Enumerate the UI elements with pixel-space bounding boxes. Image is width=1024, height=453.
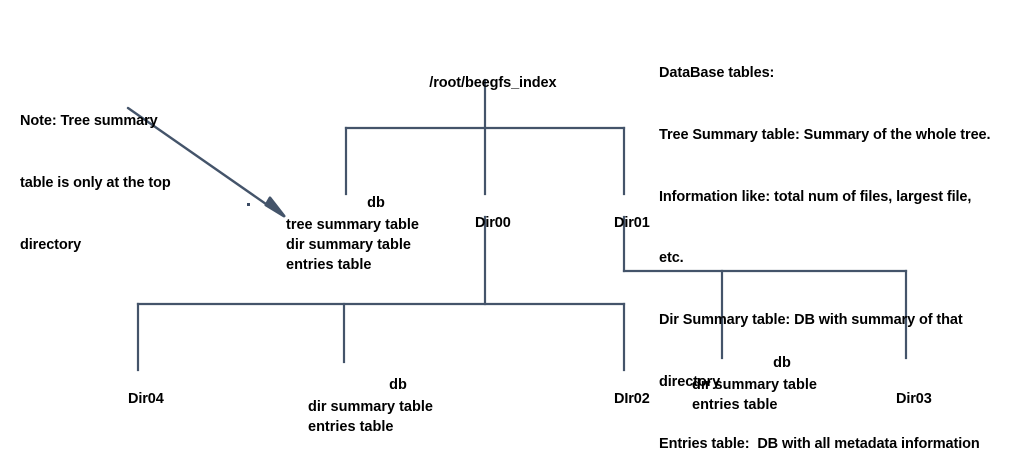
db-top-table-3: entries table — [286, 257, 372, 273]
db-top-table-2: dir summary table — [286, 237, 411, 253]
node-db-top-label: db — [367, 195, 385, 211]
node-db-right-tables: dir summary table entries table — [692, 375, 872, 415]
note-line-3: directory — [20, 236, 82, 253]
node-dir00-label: Dir00 — [474, 214, 511, 231]
node-dir03: Dir03 — [846, 371, 966, 428]
db-right-table-1: dir summary table — [692, 377, 817, 393]
note-callout: Note: Tree summary table is only at the … — [20, 70, 270, 296]
node-dir04: Dir04 — [78, 371, 198, 428]
node-db-right: db dir summary table entries table — [692, 355, 872, 415]
node-dir02-label: DIr02 — [613, 390, 650, 407]
node-dir04-label: Dir04 — [127, 390, 164, 407]
db-mid-table-1: dir summary table — [308, 399, 433, 415]
note-line-1: Note: Tree summary — [20, 113, 158, 130]
database-tables-legend: DataBase tables: Tree Summary table: Sum… — [659, 22, 1019, 453]
legend-line-6: directory — [659, 373, 721, 390]
db-top-table-1: tree summary table — [286, 217, 419, 233]
legend-line-2: Tree Summary table: Summary of the whole… — [659, 126, 991, 143]
legend-line-5: Dir Summary table: DB with summary of th… — [659, 312, 963, 329]
node-root-label: /root/beegfs_index — [429, 74, 557, 91]
legend-line-1: DataBase tables: — [659, 65, 775, 82]
db-right-table-2: entries table — [692, 397, 778, 413]
legend-line-7: Entries table: DB with all metadata info… — [659, 435, 980, 452]
note-line-2: table is only at the top — [20, 174, 171, 191]
node-dir02: DIr02 — [564, 371, 684, 428]
stray-dot-mark — [247, 203, 250, 206]
db-mid-table-2: entries table — [308, 419, 394, 435]
legend-line-3: Information like: total num of files, la… — [659, 188, 972, 205]
node-db-mid: db dir summary table entries table — [308, 377, 488, 437]
node-dir01-label: Dir01 — [613, 214, 650, 231]
node-db-top-tables: tree summary table dir summary table ent… — [286, 215, 466, 275]
node-dir03-label: Dir03 — [895, 390, 932, 407]
node-root: /root/beegfs_index — [335, 55, 635, 112]
node-db-mid-tables: dir summary table entries table — [308, 397, 488, 437]
node-dir01: Dir01 — [564, 195, 684, 252]
node-db-right-label: db — [773, 355, 791, 371]
node-db-mid-label: db — [389, 377, 407, 393]
node-db-top: db tree summary table dir summary table … — [286, 195, 466, 275]
legend-line-4: etc. — [659, 250, 684, 267]
node-dir00: Dir00 — [425, 195, 545, 252]
